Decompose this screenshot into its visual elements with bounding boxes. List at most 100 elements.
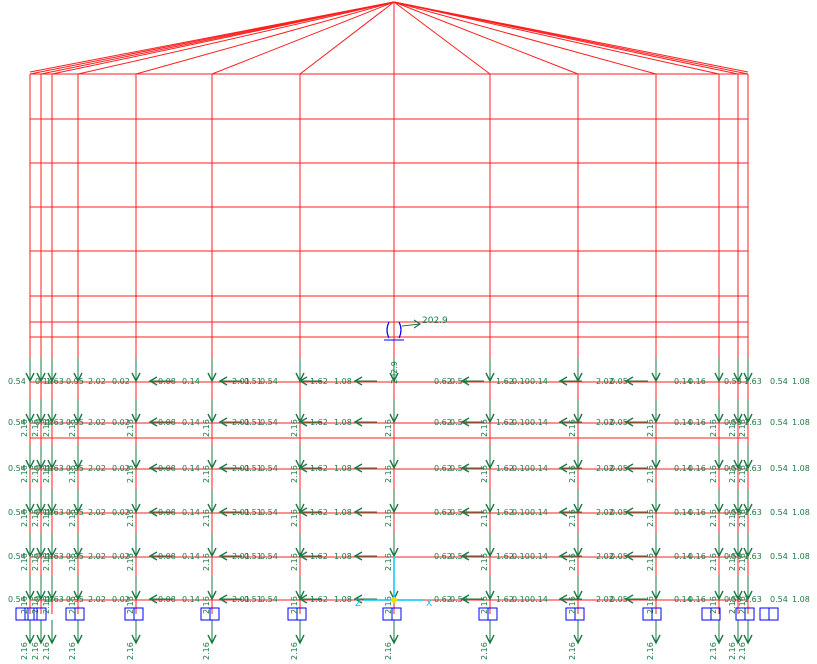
load-arrow (573, 399, 583, 424)
load-arrow (25, 445, 35, 470)
column-load-label: 2.16 (568, 465, 577, 483)
load-value: 0.51 (244, 552, 262, 561)
load-arrow (47, 489, 57, 514)
load-value: 2.02 (88, 508, 106, 517)
load-arrow (743, 489, 753, 514)
load-arrow (651, 358, 661, 383)
column-load-label: 2.16 (68, 553, 77, 571)
load-arrow (25, 576, 35, 601)
column-load-label: 2.16 (646, 465, 655, 483)
load-value: 1.62 (496, 595, 514, 604)
load-value: 0.14 (530, 508, 548, 517)
load-arrow (295, 533, 305, 558)
load-value: 1.63 (744, 595, 762, 604)
load-arrow (131, 358, 141, 383)
load-value: 0.54 (8, 595, 26, 604)
column-load-label: 2.16 (384, 642, 393, 660)
load-arrow-h (353, 417, 377, 427)
load-value: 2.01 (232, 595, 250, 604)
load-value: 0.54 (770, 508, 788, 517)
load-value: 2.02 (596, 464, 614, 473)
load-value: 0.54 (450, 418, 468, 427)
column-load-label: 2.16 (646, 642, 655, 660)
load-arrow-h (460, 417, 484, 427)
load-arrow-h (148, 463, 172, 473)
load-value: 2.01 (232, 552, 250, 561)
column-load-label: 2.16 (738, 419, 747, 437)
load-value: 0.02 (112, 464, 130, 473)
column-load-label: 2.16 (480, 596, 489, 614)
load-value: 0.14 (35, 377, 53, 386)
load-value: 1.08 (334, 552, 352, 561)
column-load-label: 2.16 (738, 553, 747, 571)
load-arrow (389, 445, 399, 470)
load-value: 0.14 (35, 595, 53, 604)
column-load-label: 2.16 (42, 419, 51, 437)
load-value: 0.16 (688, 418, 706, 427)
load-value: 0.54 (450, 464, 468, 473)
rafter-9 (393, 1, 491, 75)
load-value: 0.08 (158, 377, 176, 386)
column-load-label: 2.16 (290, 509, 299, 527)
load-arrows (25, 358, 753, 645)
load-value: 0.95 (66, 552, 84, 561)
load-arrow (485, 399, 495, 424)
load-arrow (131, 576, 141, 601)
load-value: 0.16 (688, 552, 706, 561)
load-value: 1.62 (310, 508, 328, 517)
load-arrow (295, 358, 305, 383)
column-load-label: 2.16 (738, 509, 747, 527)
load-value: 1.62 (310, 418, 328, 427)
column-load-label: 2.16 (480, 642, 489, 660)
load-arrow-h (148, 551, 172, 561)
load-arrow (295, 399, 305, 424)
load-value: 0.14 (35, 418, 53, 427)
load-value: 0.54 (8, 552, 26, 561)
load-arrow (131, 620, 141, 645)
column-load-label: 2.16 (738, 465, 747, 483)
column-load-label: 2.16 (728, 596, 737, 614)
load-value: 1.63 (744, 377, 762, 386)
load-value: 0.16 (688, 508, 706, 517)
column-load-label: 2.16 (20, 509, 29, 527)
column-load-label: 2.16 (290, 419, 299, 437)
load-value: 0.10 (512, 595, 530, 604)
load-value: 1.63 (744, 552, 762, 561)
rafter-outer-2 (393, 1, 749, 73)
load-arrow (73, 620, 83, 645)
load-arrow (73, 489, 83, 514)
load-arrow (485, 358, 495, 383)
load-arrow (485, 576, 495, 601)
load-arrow (573, 533, 583, 558)
load-value: 0.14 (674, 595, 692, 604)
load-value: 0.14 (182, 377, 200, 386)
load-arrow-h (353, 463, 377, 473)
column-load-label: 2.16 (290, 642, 299, 660)
load-arrow (73, 576, 83, 601)
origin-marker (391, 597, 397, 603)
load-value: 0.14 (182, 595, 200, 604)
load-value: 1.63 (46, 595, 64, 604)
column-load-label: 2.16 (738, 642, 747, 660)
load-value: 1.62 (310, 552, 328, 561)
load-arrow (131, 399, 141, 424)
load-value: 0.54 (450, 508, 468, 517)
load-arrow (573, 445, 583, 470)
column-load-label: 2.16 (42, 509, 51, 527)
load-value: 1.08 (792, 464, 810, 473)
load-arrow (36, 489, 46, 514)
load-value: 0.51 (244, 595, 262, 604)
column-load-label: 2.16 (42, 596, 51, 614)
load-value: 2.01 (232, 418, 250, 427)
load-arrow-h (624, 417, 648, 427)
load-value: 0.62 (434, 595, 452, 604)
load-arrow-h (558, 376, 582, 386)
load-value: 0.14 (674, 418, 692, 427)
load-arrow-h (298, 376, 322, 386)
column-load-label: 2.16 (290, 596, 299, 614)
load-value: 0.54 (770, 595, 788, 604)
column-load-label: 2.16 (480, 509, 489, 527)
load-value: 0.05 (610, 418, 628, 427)
load-value: 1.62 (496, 508, 514, 517)
